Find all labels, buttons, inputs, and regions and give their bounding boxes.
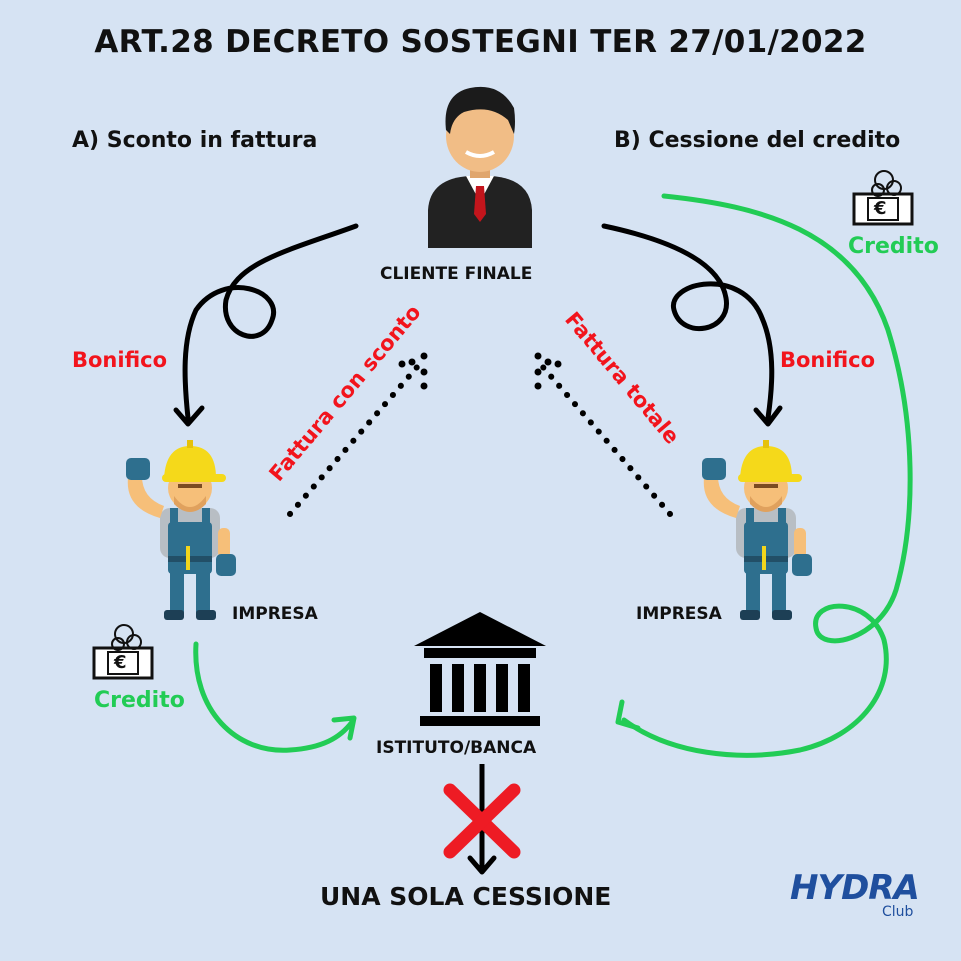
client-label: CLIENTE FINALE [380, 264, 533, 284]
result-label: UNA SOLA CESSIONE [320, 882, 612, 911]
credit-arrow-right [615, 193, 913, 758]
page-title: ART.28 DECRETO SOSTEGNI TER 27/01/2022 [94, 24, 867, 60]
credit-label-left: Credito [94, 688, 185, 713]
invoice-arrow-right [534, 352, 673, 517]
euro-symbol-right: € [874, 198, 887, 219]
company-label-right: IMPRESA [636, 604, 722, 624]
payment-arrow-left [173, 223, 359, 427]
credit-label-right: Credito [848, 234, 939, 259]
logo-main: HYDRA [790, 868, 920, 908]
option-b-heading: B) Cessione del credito [614, 128, 901, 153]
bank-label: ISTITUTO/BANCA [376, 738, 537, 758]
payment-arrow-right [601, 223, 783, 427]
euro-symbol-left: € [114, 652, 127, 673]
logo-sub: Club [882, 904, 914, 920]
worker-icon-left [126, 440, 236, 620]
option-a-heading: A) Sconto in fattura [72, 128, 318, 153]
worker-icon-right [702, 440, 812, 620]
businessman-icon [428, 86, 532, 248]
credit-arrow-left [193, 641, 357, 753]
bank-building-icon [414, 612, 546, 726]
payment-label-left: Bonifico [72, 348, 168, 372]
invoice-arrow-left [287, 352, 428, 517]
red-cross-icon [443, 783, 521, 859]
company-label-left: IMPRESA [232, 604, 318, 624]
payment-label-right: Bonifico [780, 348, 876, 372]
